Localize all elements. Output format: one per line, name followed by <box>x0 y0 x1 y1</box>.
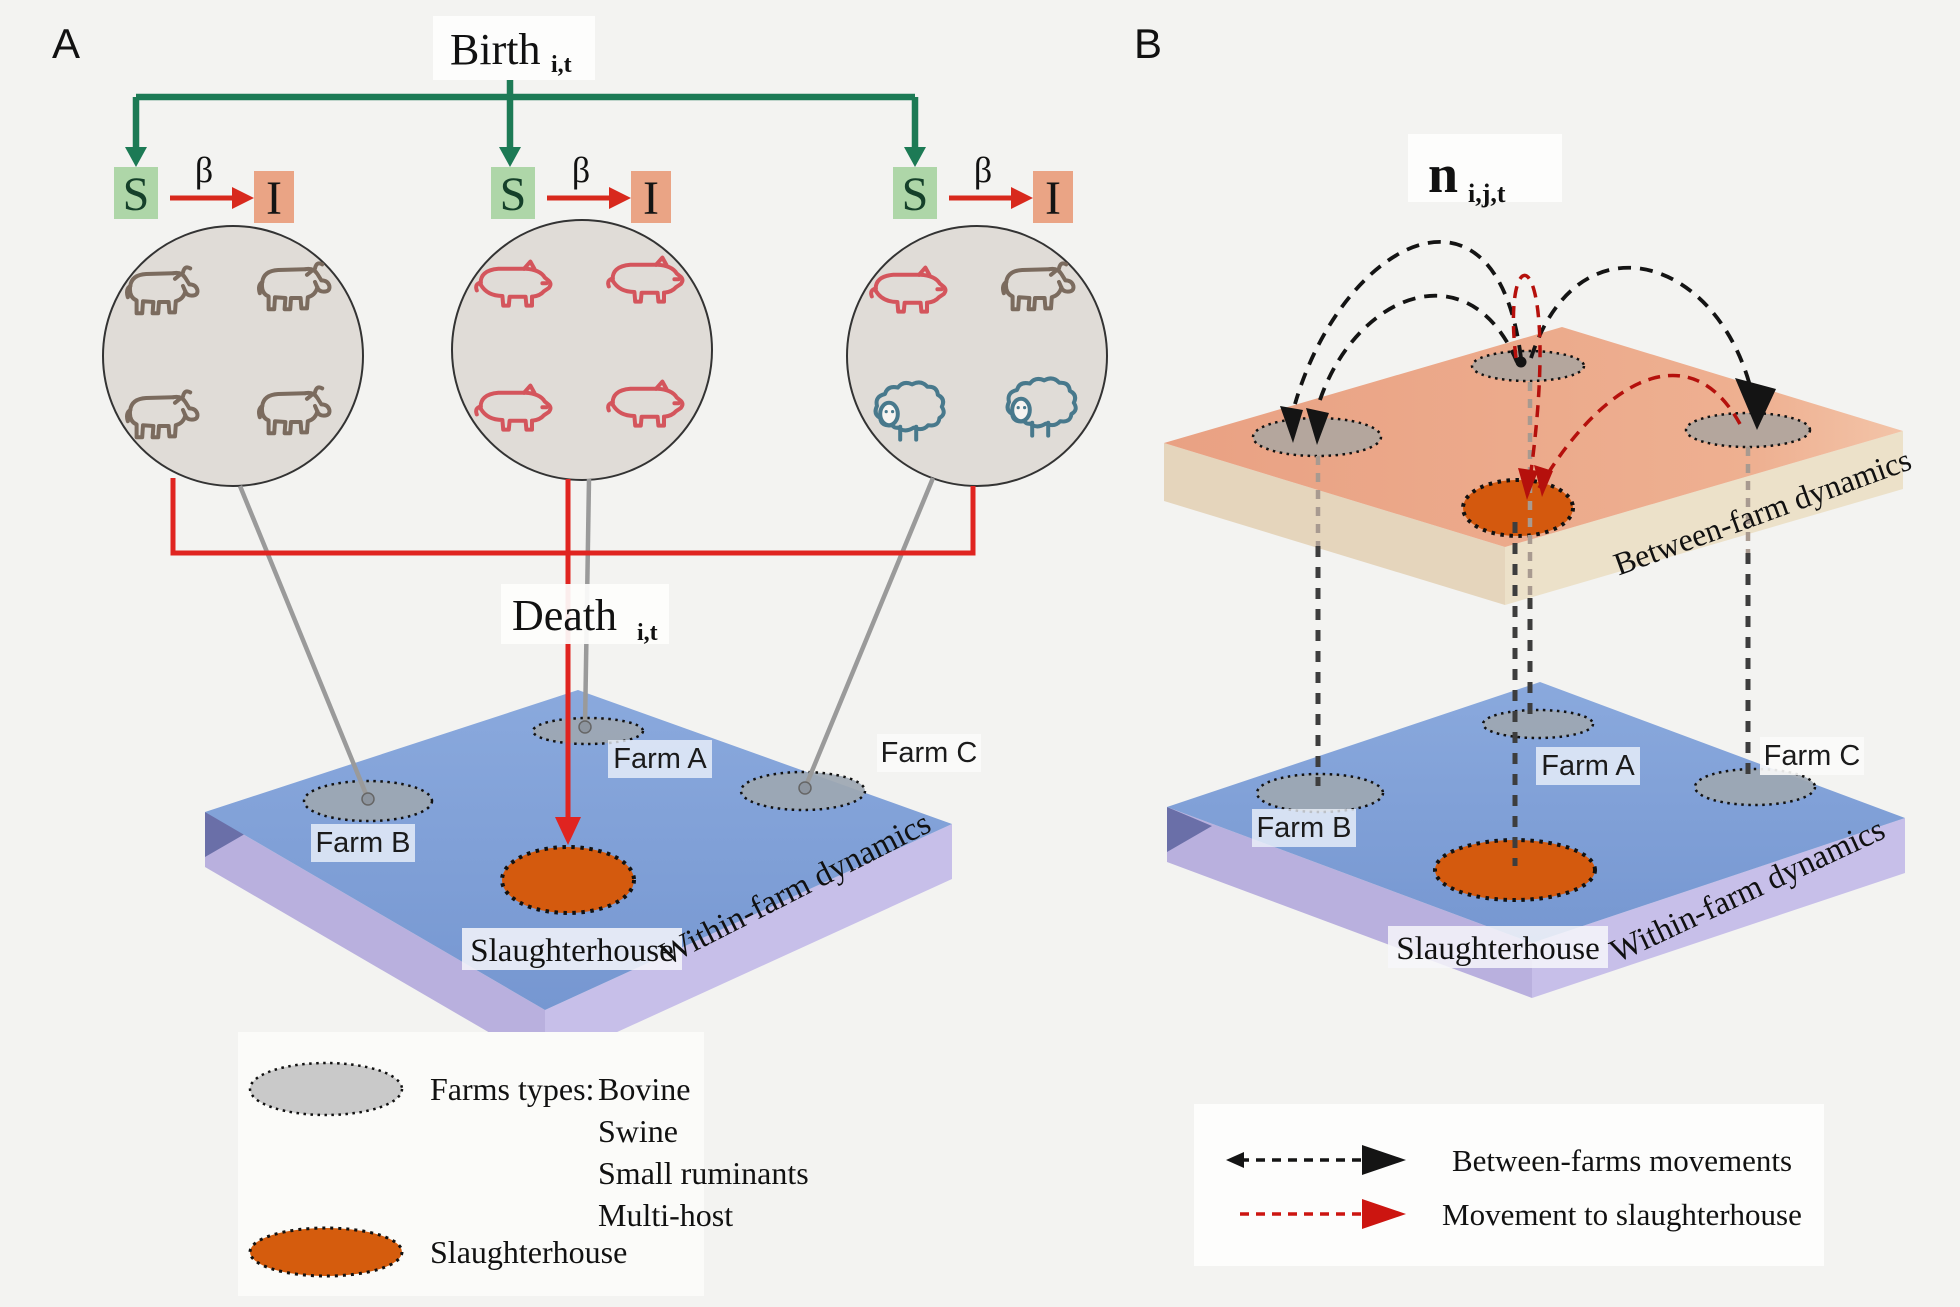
arc-origin-dot <box>1515 356 1527 368</box>
arc-c-to-slaughterhouse <box>1537 373 1742 489</box>
arc-a-to-b-2 <box>1316 293 1519 407</box>
infected-box: I <box>266 172 282 225</box>
si-compartments: S β I S β I S <box>114 150 1073 225</box>
farm-b-bottom-ellipse <box>1255 772 1385 814</box>
susceptible-box: S <box>500 168 527 221</box>
farm-a-top-ellipse <box>1470 349 1586 383</box>
slaughterhouse-label-b: Slaughterhouse <box>1388 926 1608 968</box>
arc-a-to-c <box>1529 266 1755 399</box>
black-arrowhead <box>1362 1145 1406 1175</box>
farm-type-small-ruminants: Small ruminants <box>598 1155 809 1191</box>
between-farm-plane <box>1164 327 1903 605</box>
panel-b: B <box>1134 20 1916 998</box>
birth-label: Birth i,t <box>433 16 595 80</box>
farm-a-bottom-ellipse <box>1481 708 1595 740</box>
farm-a-label: Farm A <box>1541 750 1635 782</box>
arc-a-to-slaughterhouse <box>1511 273 1542 487</box>
beta-label: β <box>195 150 213 190</box>
birth-flow-arrows <box>132 78 919 150</box>
farm-a-label: Farm A <box>613 743 707 775</box>
farm-c-bottom-ellipse <box>1693 767 1817 807</box>
farm-b-label: Farm B <box>1256 812 1351 844</box>
farm-types-prefix: Farms types: <box>430 1071 594 1107</box>
farm-type-swine: Swine <box>598 1113 678 1149</box>
slaughterhouse-bottom-ellipse <box>1433 838 1597 902</box>
n-text: n <box>1428 144 1458 204</box>
farm-c-label: Farm C <box>1764 740 1861 772</box>
panel-a-label: A <box>52 20 80 67</box>
legend-box <box>1194 1104 1824 1266</box>
between-farm-arcs <box>1293 239 1755 407</box>
farm-labels-a: Farm A Farm B Farm C <box>311 734 981 862</box>
si-compartment-multihost: S β I <box>893 150 1073 225</box>
infected-box: I <box>643 172 659 225</box>
herd-circles <box>102 219 1108 487</box>
death-label: Death i,t <box>501 584 669 646</box>
farm-b-label: Farm B <box>315 827 410 859</box>
slaughterhouse-arcs <box>1511 273 1742 489</box>
birth-arrowheads <box>125 147 926 167</box>
swine-herd-circle <box>451 219 713 481</box>
farm-c-top-ellipse <box>1684 411 1812 449</box>
si-compartment-bovine: S β I <box>114 150 294 225</box>
panel-b-label: B <box>1134 20 1162 67</box>
red-arc-arrowheads <box>1518 465 1553 500</box>
movements-label: n i,j,t <box>1408 134 1562 208</box>
farm-center-dots <box>361 720 812 806</box>
black-arc-arrowheads <box>1280 378 1776 445</box>
farm-c-label: Farm C <box>881 737 978 769</box>
svg-text:Slaughterhouse: Slaughterhouse <box>470 933 673 969</box>
legend-movements: Between-farms movements Movement to slau… <box>1194 1104 1824 1266</box>
arc-a-to-b-1 <box>1293 239 1523 405</box>
slaughterhouse-ellipse-swatch <box>248 1226 404 1278</box>
death-subscript: i,t <box>637 620 658 646</box>
susceptible-box: S <box>123 168 150 221</box>
legend-farm-text: Farms types: Bovine Swine Small ruminant… <box>430 1071 809 1233</box>
infected-box: I <box>1045 172 1061 225</box>
beta-label: β <box>572 150 590 190</box>
svg-text:Slaughterhouse: Slaughterhouse <box>1396 931 1599 967</box>
plane-link-dashed-lines <box>1315 522 1751 866</box>
small-left-arrowhead <box>1226 1152 1244 1168</box>
legend-farm-types: Farms types: Bovine Swine Small ruminant… <box>238 1032 809 1296</box>
birth-text: Birth <box>450 25 540 74</box>
beta-label: β <box>974 150 992 190</box>
death-text: Death <box>512 591 617 640</box>
si-compartment-swine: S β I <box>491 150 671 225</box>
birth-subscript: i,t <box>551 52 572 78</box>
farm-type-multi-host: Multi-host <box>598 1197 733 1233</box>
death-flow-lines <box>170 478 976 830</box>
movement-to-slaughterhouse-text: Movement to slaughterhouse <box>1442 1197 1802 1232</box>
farm-type-ellipse-swatch <box>248 1061 404 1117</box>
n-subscript: i,j,t <box>1468 179 1506 208</box>
slaughterhouse-label-a: Slaughterhouse <box>462 928 682 970</box>
death-arrowhead <box>555 817 581 845</box>
susceptible-box: S <box>902 168 929 221</box>
multihost-herd-circle <box>846 225 1108 487</box>
farm-type-bovine: Bovine <box>598 1071 690 1107</box>
legend-slaughterhouse-text: Slaughterhouse <box>430 1234 627 1270</box>
red-arrowhead <box>1362 1199 1406 1229</box>
panel-a: A Birth i,t S β I <box>52 16 1108 1065</box>
between-farms-movements-text: Between-farms movements <box>1452 1143 1792 1178</box>
slaughterhouse-top-ellipse <box>1461 478 1575 538</box>
slaughterhouse-ellipse <box>500 845 636 915</box>
farm-labels-b: Farm A Farm B Farm C <box>1252 737 1864 847</box>
